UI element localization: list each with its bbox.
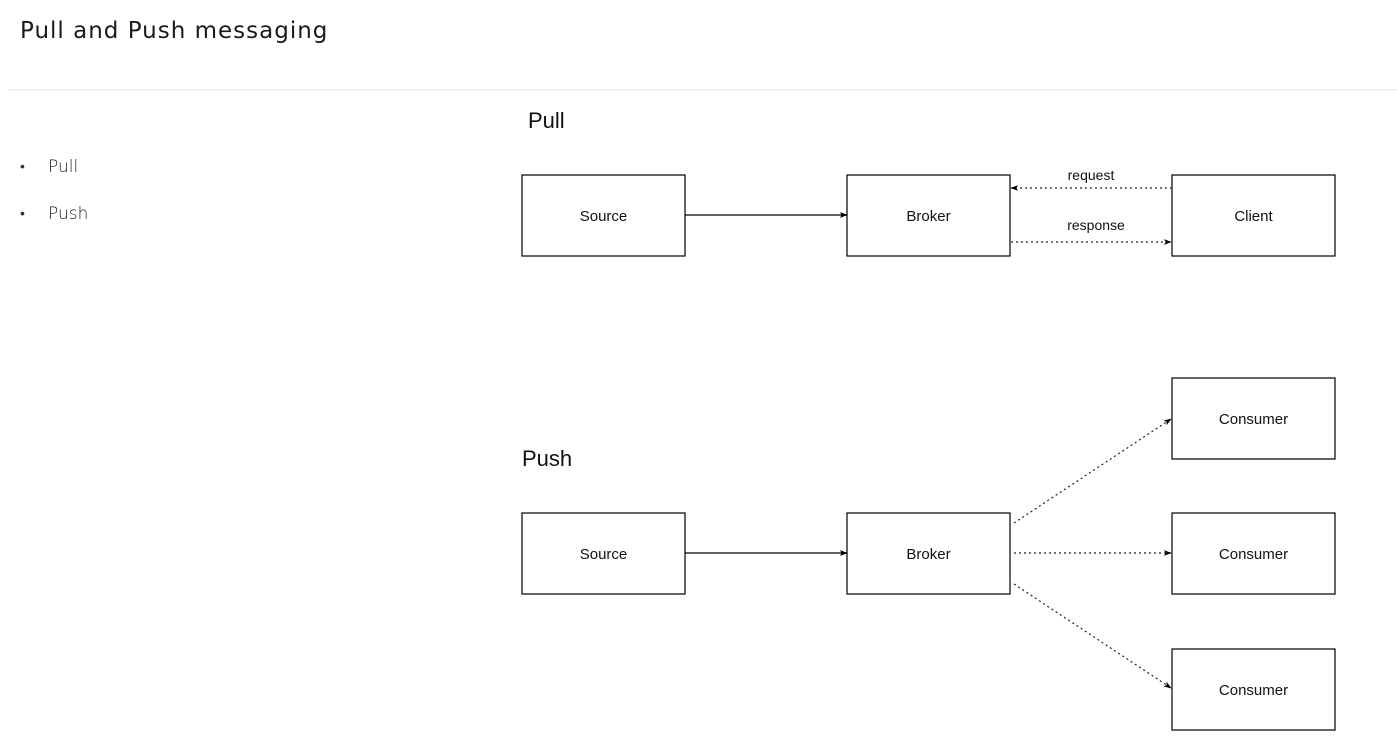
push-consumer-node-1: Consumer [1171,377,1336,460]
pull-heading: Pull [528,108,565,133]
pull-client-node: Client [1171,174,1336,257]
push-consumer-label: Consumer [1219,411,1288,428]
bullet-dot-icon: • [20,159,25,175]
title-divider [8,89,1397,91]
push-consumer-node-2: Consumer [1171,512,1336,595]
pull-request-label: request [1068,167,1115,183]
bullet-text: Pull [48,157,79,177]
push-source-label: Source [580,546,628,563]
push-broker-node: Broker [846,512,1011,595]
bullet-item-pull: • Pull [20,152,88,199]
pull-source-node: Source [521,174,686,257]
pull-source-label: Source [580,208,628,225]
push-heading: Push [522,446,572,471]
push-consumer-label: Consumer [1219,546,1288,563]
push-consumer-node-3: Consumer [1171,648,1336,731]
push-broker-label: Broker [906,546,950,563]
pull-broker-node: Broker [846,174,1011,257]
bullet-dot-icon: • [20,206,25,222]
bullet-item-push: • Push [20,199,88,246]
bullet-list: • Pull • Push [20,152,88,246]
push-source-node: Source [521,512,686,595]
push-consumer-label: Consumer [1219,682,1288,699]
pull-client-label: Client [1234,208,1273,225]
push-broker-to-consumer-3-arrow [1013,583,1172,689]
pull-broker-label: Broker [906,208,950,225]
page-title: Pull and Push messaging [20,18,329,44]
pull-section: Pull Source Broker Client request respon… [521,108,1336,257]
push-broker-to-consumer-1-arrow [1013,418,1172,524]
bullet-text: Push [48,204,89,224]
pull-response-label: response [1067,217,1125,233]
push-section: Push Source Broker Consumer Consumer Con… [521,377,1336,731]
